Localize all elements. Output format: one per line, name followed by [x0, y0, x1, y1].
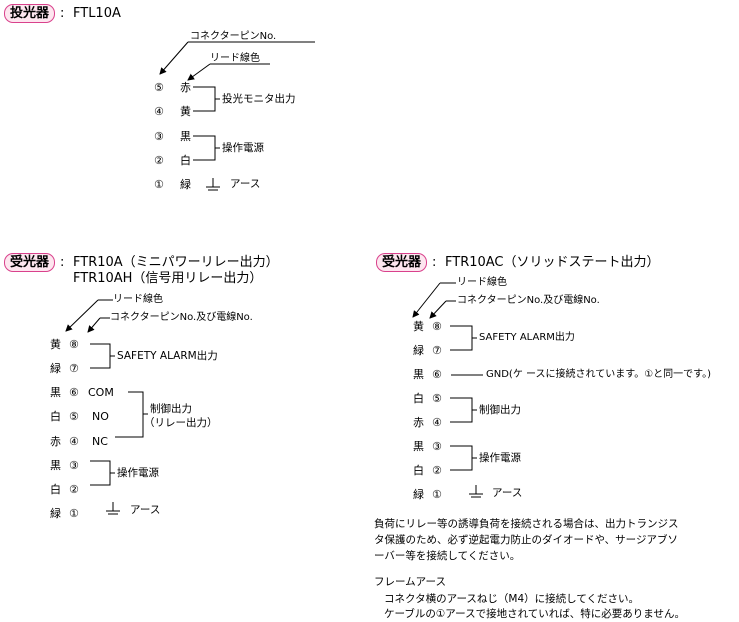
- projector-pin-color: 黄: [180, 105, 191, 118]
- receiver-a-connector-label: コネクターピンNo.及び電線No.: [110, 312, 253, 323]
- receiver-c-pin-color: 黒: [413, 440, 424, 453]
- projector-ground-label: アース: [230, 178, 261, 190]
- receiver-a-pin-num: ④: [69, 435, 79, 448]
- receiver-c-pin-color: 黒: [413, 368, 424, 381]
- receiver-c-safety-label: SAFETY ALARM出力: [479, 332, 575, 343]
- projector-pin-num: ④: [154, 105, 164, 118]
- projector-pin-color: 白: [180, 154, 191, 167]
- receiver-c-pin-num: ⑧: [432, 320, 442, 333]
- receiver-a-pin-num: ⑧: [69, 338, 79, 351]
- receiver-a-pin-color: 白: [50, 410, 61, 423]
- receiver-a-badge: 受光器: [4, 253, 56, 272]
- receiver-c-control-bracket: [450, 397, 473, 423]
- receiver-a-power-bracket: [90, 460, 111, 486]
- receiver-c-pin-color: 白: [413, 392, 424, 405]
- receiver-c-pin-num: ⑦: [432, 344, 442, 357]
- projector-power-bracket: [193, 135, 216, 161]
- receiver-c-pin-num: ②: [432, 464, 442, 477]
- receiver-c-safety-bracket: [450, 325, 473, 351]
- receiver-a-pin-color: 緑: [50, 507, 61, 520]
- receiver-c-pin-num: ①: [432, 488, 442, 501]
- receiver-a-pin-num: ③: [69, 459, 79, 472]
- receiver-a-control-bracket: [115, 391, 144, 438]
- receiver-a-pin-color: 黄: [50, 338, 61, 351]
- receiver-a-model-line1: FTR10A（ミニパワーリレー出力）: [73, 255, 279, 270]
- receiver-c-leadcolor-label: リード線色: [457, 277, 507, 288]
- receiver-a-pin-num: ⑦: [69, 362, 79, 375]
- receiver-c-ground-label: アース: [492, 487, 523, 499]
- receiver-a-pin-extra: NC: [92, 435, 108, 448]
- receiver-a-pin-color: 白: [50, 483, 61, 496]
- projector-pin-color: 赤: [180, 81, 191, 94]
- receiver-a-pin-color: 黒: [50, 386, 61, 399]
- projector-ground-symbol: [206, 178, 220, 191]
- receiver-c-pin-num: ⑥: [432, 368, 442, 381]
- note-line: タ保護のため、必ず逆起電力防止のダイオードや、サージアブソ: [374, 534, 678, 546]
- receiver-c-pin-num: ④: [432, 416, 442, 429]
- receiver-c-pin-color: 黄: [413, 320, 424, 333]
- receiver-c-ground-symbol: [469, 485, 483, 498]
- note-line: 負荷にリレー等の誘導負荷を接続される場合は、出力トランジス: [374, 518, 679, 530]
- frame-earth-title: フレームアース: [374, 576, 447, 588]
- receiver-c-pin-num: ⑤: [432, 392, 442, 405]
- receiver-c-power-label: 操作電源: [479, 452, 521, 464]
- receiver-a-pin-num: ⑤: [69, 410, 79, 423]
- projector-monitor-bracket: [193, 86, 216, 112]
- receiver-c-pin-color: 緑: [413, 344, 424, 357]
- receiver-a-colon: :: [60, 255, 65, 270]
- receiver-c-colon: :: [432, 255, 437, 270]
- receiver-a-pin-color: 黒: [50, 459, 61, 472]
- receiver-a-control-label-2: （リレー出力）: [144, 417, 218, 429]
- receiver-a-pin-extra: COM: [88, 386, 114, 399]
- projector-pin-num: ③: [154, 130, 164, 143]
- receiver-a-ground-label: アース: [130, 504, 161, 516]
- receiver-c-control-label: 制御出力: [479, 404, 521, 416]
- projector-pin-num: ②: [154, 154, 164, 167]
- projector-pin-color: 黒: [180, 130, 191, 143]
- frame-earth-line: コネクタ横のアースねじ（M4）に接続してください。: [384, 593, 640, 605]
- receiver-a-model-line2: FTR10AH（信号用リレー出力）: [73, 271, 263, 286]
- receiver-a-leadcolor-label: リード線色: [113, 294, 163, 305]
- projector-leadcolor-label: リード線色: [210, 53, 260, 64]
- receiver-c-pin-color: 赤: [413, 416, 424, 429]
- receiver-a-pin-color: 緑: [50, 362, 61, 375]
- frame-earth-line: ケーブルの①アースで接地されていれば、特に必要ありません。: [384, 608, 685, 620]
- projector-pin-num: ⑤: [154, 81, 164, 94]
- receiver-c-connector-label: コネクターピンNo.及び電線No.: [457, 295, 600, 306]
- receiver-a-safety-bracket: [90, 343, 111, 369]
- projector-monitor-label: 投光モニタ出力: [222, 93, 296, 105]
- receiver-c-gnd-note: GND(ケ ースに接続されています。①と同一です。): [486, 369, 712, 380]
- receiver-a-pin-extra: NO: [92, 410, 109, 423]
- receiver-c-model: FTR10AC（ソリッドステート出力）: [445, 255, 660, 270]
- receiver-c-pin-color: 白: [413, 464, 424, 477]
- projector-pin-color: 緑: [180, 178, 191, 191]
- projector-power-label: 操作電源: [222, 142, 264, 154]
- projector-connector-label: コネクターピンNo.: [190, 31, 277, 42]
- note-line: ーバー等を接続してください。: [374, 550, 521, 562]
- receiver-c-power-bracket: [450, 445, 473, 471]
- receiver-a-pin-color: 赤: [50, 435, 61, 448]
- receiver-a-safety-label: SAFETY ALARM出力: [117, 350, 218, 362]
- projector-colon: :: [60, 6, 65, 21]
- receiver-a-pin-num: ②: [69, 483, 79, 496]
- projector-badge: 投光器: [4, 4, 56, 23]
- receiver-c-pin-num: ③: [432, 440, 442, 453]
- projector-model: FTL10A: [73, 6, 121, 21]
- receiver-a-ground-symbol: [106, 502, 120, 515]
- projector-pin-num: ①: [154, 178, 164, 191]
- receiver-a-power-label: 操作電源: [117, 467, 159, 479]
- receiver-c-badge: 受光器: [376, 253, 428, 272]
- receiver-c-pin-color: 緑: [413, 488, 424, 501]
- receiver-a-pin-num: ①: [69, 507, 79, 520]
- receiver-a-control-label-1: 制御出力: [150, 403, 192, 415]
- receiver-a-pin-num: ⑥: [69, 386, 79, 399]
